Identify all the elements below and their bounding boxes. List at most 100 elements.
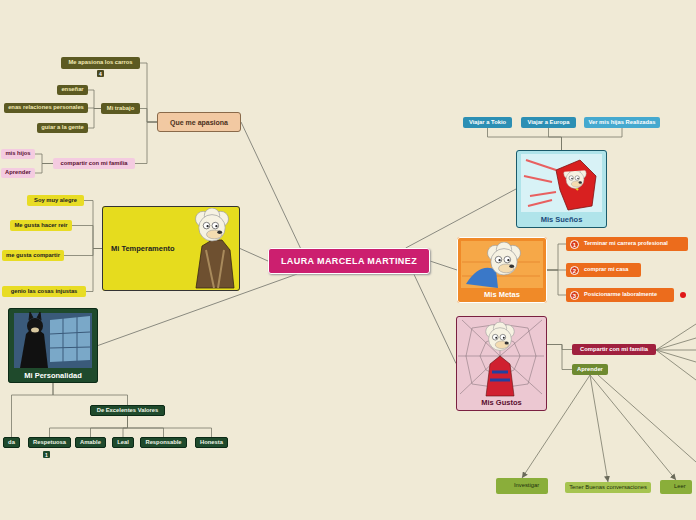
node-text: genio las cosas injustas (11, 289, 78, 295)
subtopic-pill: compartir con mi familia (53, 158, 135, 169)
branch-line (547, 244, 566, 270)
branch-line (240, 249, 268, 262)
branch-line (50, 416, 128, 437)
node-text: Aprender (577, 367, 603, 373)
branch-line (53, 383, 128, 405)
subtopic-pill: Tener Buenas conversaciones (565, 482, 651, 493)
branch-line (72, 226, 102, 249)
subtopic-pill: Aprender (572, 364, 608, 375)
subtopic-pill: Respetuosa (28, 437, 71, 448)
topic-box: Mi Temperamento (102, 206, 240, 291)
node-text: me gusta compartir (6, 253, 60, 259)
branch-line (430, 261, 457, 270)
subtopic-pill: Responsable (140, 437, 187, 448)
node-text: Mis Gustos (481, 399, 521, 407)
subtopic-pill: mis hijos (1, 149, 35, 159)
node-text: enas relaciones personales (8, 105, 84, 111)
subtopic-pill: Compartir con mi familia (572, 344, 656, 355)
branch-line (406, 189, 516, 248)
topic-box: Mis Sueños (516, 150, 607, 228)
subtopic-pill: Aprender (1, 168, 35, 178)
subtopic-pill: LAURA MARCELA MARTINEZ (268, 248, 430, 274)
node-text: Amable (80, 440, 101, 446)
subtopic-pill: enas relaciones personales (4, 103, 88, 113)
branch-line (35, 164, 53, 174)
subtopic-pill: Terminar mi carrera profesional (566, 237, 688, 251)
node-text: Terminar mi carrera profesional (584, 241, 668, 247)
node-text: Investigar (514, 483, 539, 489)
node-text: De Excelentes Valores (97, 408, 159, 414)
node-text: Tener Buenas conversaciones (569, 485, 647, 491)
subtopic-pill: De Excelentes Valores (90, 405, 165, 416)
node-text: Mis Sueños (541, 216, 583, 224)
node-text: LAURA MARCELA MARTINEZ (281, 257, 417, 266)
node-text: da (8, 440, 15, 446)
callout-number: 1 (570, 240, 579, 249)
branch-line (88, 109, 101, 129)
subtopic-pill: Ver mis hijas Realizadas (584, 117, 660, 128)
branch-line (140, 109, 157, 123)
node-text: Mi Personalidad (24, 372, 82, 380)
node-text: Mi trabajo (107, 106, 134, 112)
branch-line (590, 375, 608, 482)
callout-number: 2 (570, 266, 579, 275)
subtopic-pill: me gusta compartir (2, 250, 64, 261)
subtopic-pill: guiar a la gente (37, 123, 88, 133)
topic-box: Mis Gustos (456, 316, 547, 411)
node-text: Mi Temperamento (111, 245, 175, 253)
subtopic-pill: Soy muy alegre (27, 195, 84, 206)
node-text: Compartir con mi familia (580, 347, 648, 353)
branch-line (128, 416, 212, 437)
node-text: Ver mis hijas Realizadas (588, 120, 655, 126)
branch-line (590, 375, 676, 480)
branch-line (547, 270, 566, 295)
branch-line (522, 375, 590, 478)
node-text: guiar a la gente (41, 125, 84, 131)
node-text: Aprender (5, 170, 31, 176)
callout-number: 4 (97, 70, 104, 77)
branch-line (88, 90, 101, 109)
branch-line (91, 416, 128, 437)
branch-line (128, 416, 164, 437)
node-text: Posicionarme laboralmente (584, 292, 657, 298)
node-text: mis hijos (5, 151, 30, 157)
subtopic-pill: Posicionarme laboralmente (566, 288, 674, 302)
subtopic-pill: Investigar (496, 478, 548, 494)
callout-number: 3 (570, 291, 579, 300)
node-text: compartir con mi familia (60, 161, 127, 167)
branch-line (64, 249, 102, 256)
subtopic-pill: da (3, 437, 20, 448)
node-text: Responsable (145, 440, 181, 446)
node-text: Mis Metas (484, 291, 520, 299)
subtopic-pill: Honesta (195, 437, 228, 448)
branch-line (241, 122, 300, 248)
node-text: Me gusta hacer reir (14, 223, 67, 229)
node-text: Viajar a Europa (527, 120, 569, 126)
subtopic-pill: Que me apasiona (157, 112, 241, 132)
subtopic-pill: Leer (660, 480, 692, 494)
node-text: Me apasiona los carros (68, 60, 132, 66)
subtopic-pill: Me gusta hacer reir (10, 220, 72, 231)
callout-number: 1 (43, 451, 50, 458)
subtopic-pill: enseñar (57, 85, 88, 95)
node-text: Honesta (200, 440, 223, 446)
branch-line (549, 128, 562, 150)
subtopic-pill: Me apasiona los carros (61, 57, 140, 69)
subtopic-pill: Leal (112, 437, 134, 448)
branch-line (35, 154, 53, 164)
topic-box: Mis Metas (457, 237, 547, 303)
branch-line (140, 63, 157, 122)
node-text: Leer (674, 484, 686, 490)
branch-line (414, 274, 456, 364)
branch-line (123, 416, 128, 437)
node-text: comprar mi casa (584, 267, 628, 273)
branch-line (547, 345, 572, 350)
node-text: Soy muy alegre (34, 198, 77, 204)
subtopic-pill: Viajar a Tokio (463, 117, 512, 128)
node-text: Que me apasiona (170, 119, 228, 126)
subtopic-pill: Amable (75, 437, 106, 448)
branch-line (547, 345, 572, 370)
node-text: Respetuosa (33, 440, 66, 446)
subtopic-pill: genio las cosas injustas (2, 286, 86, 297)
branch-line (12, 383, 54, 437)
